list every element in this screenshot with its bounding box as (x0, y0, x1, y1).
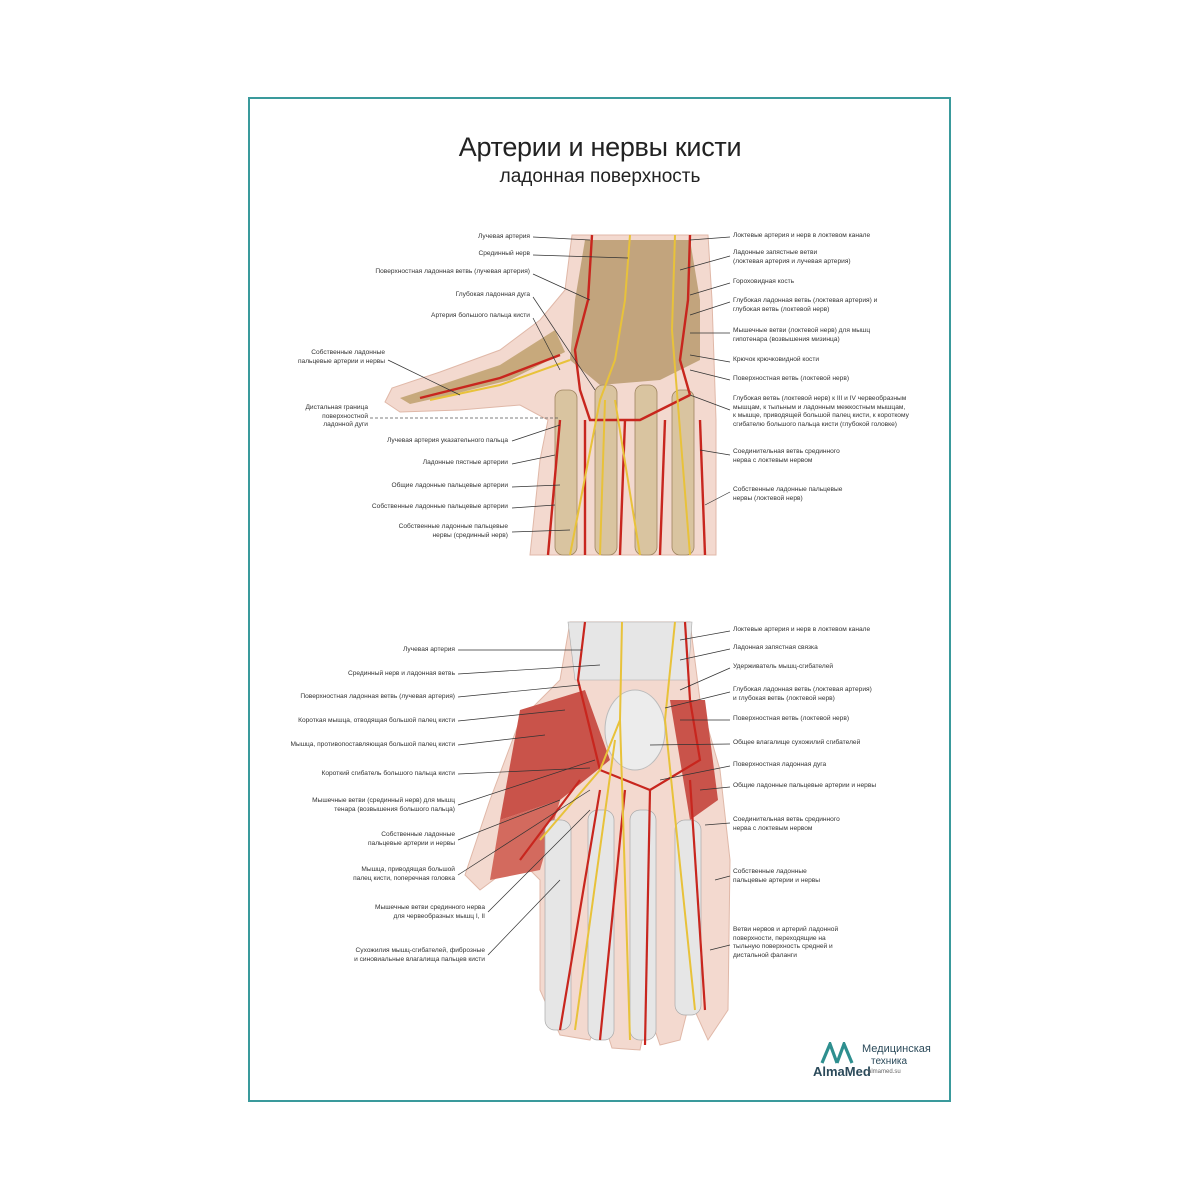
label-b-radial-artery: Лучевая артерия (402, 646, 455, 653)
almamed-logo-icon (820, 1042, 854, 1064)
label-palmar-metacarpal: Ладонные пястные артерии (422, 459, 508, 466)
top-hand-illustration (370, 234, 717, 556)
label-deep-palmar-arch: Глубокая ладонная дуга (455, 291, 530, 298)
label-hamate-hook: Крючок крючковидной кости (733, 356, 820, 363)
label-b-proper-digital: Собственные ладонные пальцевые артерии и… (367, 831, 455, 847)
label-common-flexor-sheath: Общее влагалище сухожилий сгибателей (733, 739, 861, 746)
poster-title: Артерии и нервы кисти (458, 132, 742, 162)
label-deep-palmar-branch: Глубокая ладонная ветвь (локтевая артери… (733, 297, 878, 313)
label-b-ulnar-canal: Локтевые артерия и нерв в локтевом канал… (733, 626, 871, 633)
label-flexor-tendons-sheaths: Сухожилия мышц-сгибателей, фиброзные и с… (354, 947, 485, 963)
logo-name: AlmaMed (813, 1064, 871, 1079)
bottom-hand-illustration (464, 621, 731, 1051)
label-proper-digital-arteries-nerves: Собственные ладонные пальцевые артерии и… (297, 349, 385, 365)
label-opponens-pollicis: Мышца, противопоставляющая большой палец… (290, 741, 455, 748)
label-pisiform: Гороховидная кость (733, 278, 795, 285)
label-proper-digital-nerves-ulnar: Собственные ладонные пальцевые нервы (ло… (733, 486, 843, 502)
label-deep-ulnar-branch: Глубокая ветвь (локтевой нерв) к III и I… (733, 395, 909, 428)
label-b-deep-palmar-branch: Глубокая ладонная ветвь (локтевая артери… (733, 686, 872, 702)
label-radial-artery: Лучевая артерия (477, 233, 530, 240)
label-superficial-palmar-branch: Поверхностная ладонная ветвь (лучевая ар… (375, 268, 530, 275)
label-thenar-branches: Мышечные ветви (срединный нерв) для мышц… (312, 797, 455, 813)
label-radialis-indicis: Лучевая артерия указательного пальца (386, 437, 508, 444)
label-ulnar-canal: Локтевые артерия и нерв в локтевом канал… (733, 232, 871, 239)
label-adductor-pollicis: Мышца, приводящая большой палец кисти, п… (353, 866, 455, 882)
label-hypothenar-branches: Мышечные ветви (локтевой нерв) для мышц … (733, 327, 871, 343)
label-b-superficial-palmar-branch: Поверхностная ладонная ветвь (лучевая ар… (300, 693, 455, 700)
label-b-median-nerve: Срединный нерв и ладонная ветвь (347, 670, 455, 677)
label-lumbrical-branches: Мышечные ветви срединного нерва для черв… (375, 904, 485, 920)
label-b-superficial-ulnar-branch: Поверхностная ветвь (локтевой нерв) (733, 715, 850, 722)
label-b-communicating-branch: Соединительная ветвь срединного нерва с … (733, 816, 840, 832)
logo-line2: техника (871, 1056, 908, 1067)
label-superficial-palmar-arch: Поверхностная ладонная дуга (733, 761, 827, 768)
label-palmar-carpal-branches: Ладонные запястные ветви (локтевая артер… (733, 249, 851, 265)
label-flexor-pollicis-brevis: Короткий сгибатель большого пальца кисти (321, 770, 455, 777)
label-communicating-branch: Соединительная ветвь срединного нерва с … (733, 448, 840, 464)
label-distal-border-arch: Дистальная граница поверхностной ладонно… (305, 404, 368, 429)
label-proper-digital-nerves-median: Собственные ладонные пальцевые нервы (ср… (398, 523, 508, 539)
poster-subtitle: ладонная поверхность (499, 166, 701, 187)
label-median-nerve: Срединный нерв (478, 250, 531, 257)
logo-line1: Медицинская (862, 1043, 931, 1055)
label-superficial-ulnar-branch: Поверхностная ветвь (локтевой нерв) (733, 375, 850, 382)
poster-frame (248, 97, 951, 1102)
leader-lines (387, 236, 731, 956)
label-b-proper-digital-right: Собственные ладонные пальцевые артерии и… (733, 868, 821, 884)
label-dorsal-branches: Ветви нервов и артерий ладонной поверхно… (733, 926, 839, 959)
label-common-digital-arteries: Общие ладонные пальцевые артерии (391, 482, 508, 489)
logo-site: almamed.su (868, 1069, 901, 1075)
label-proper-digital-arteries: Собственные ладонные пальцевые артерии (371, 503, 508, 510)
label-palmar-carpal-ligament: Ладонная запястная связка (733, 644, 818, 651)
label-common-digital-arteries-nerves: Общие ладонные пальцевые артерии и нервы (733, 782, 877, 789)
label-princeps-pollicis: Артерия большого пальца кисти (431, 312, 530, 319)
label-abductor-pollicis-brevis: Короткая мышца, отводящая большой палец … (298, 717, 455, 724)
label-flexor-retinaculum: Удерживатель мышц-сгибателей (733, 663, 834, 670)
